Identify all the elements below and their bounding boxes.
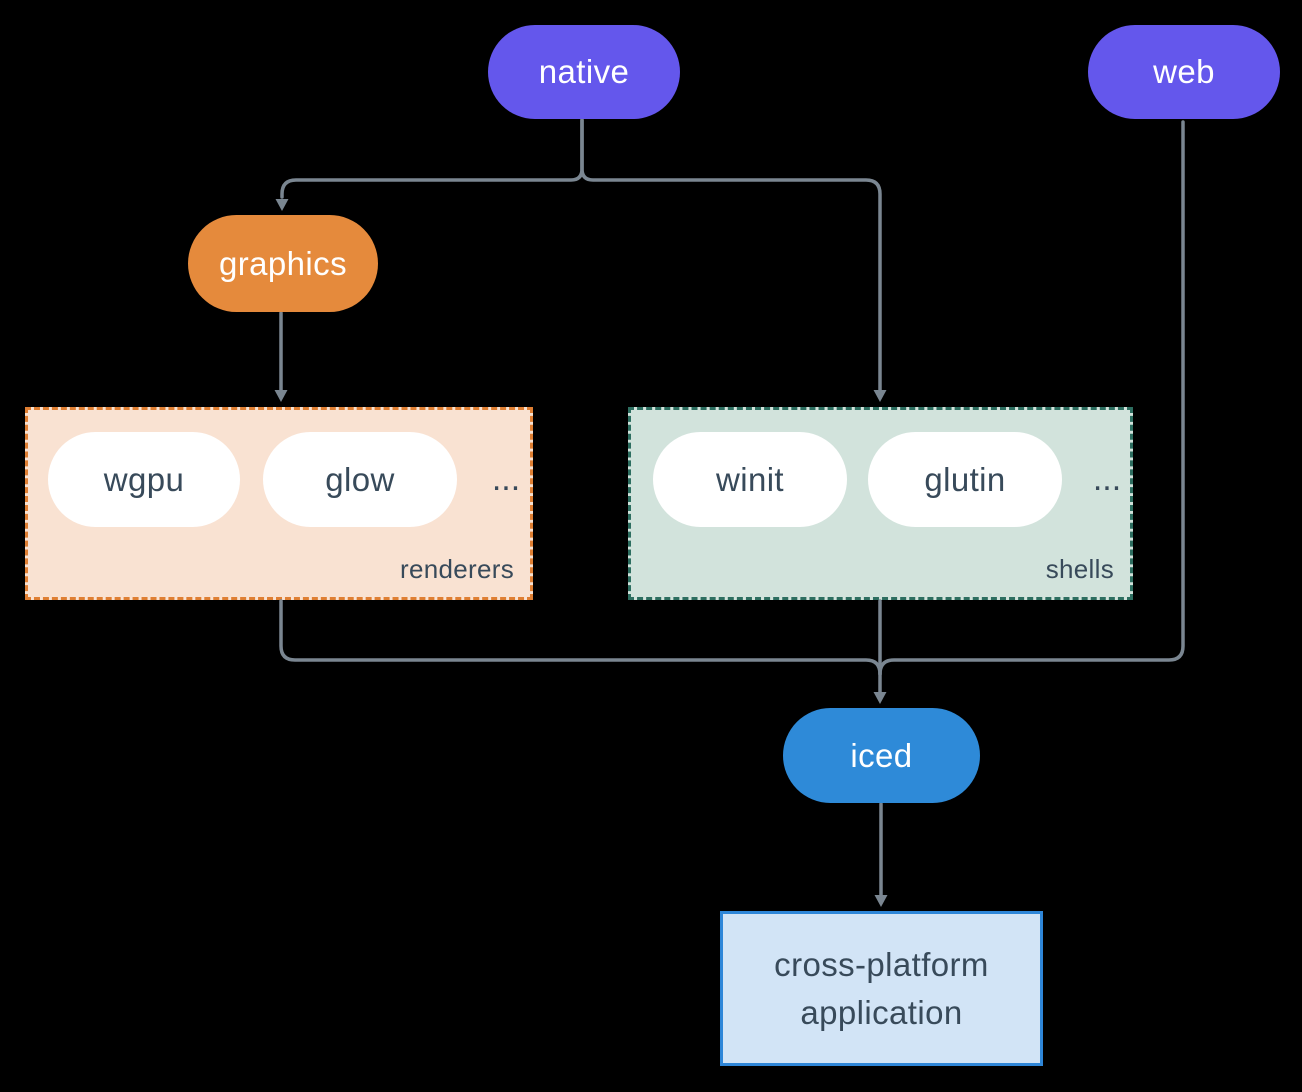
edge-renderers-merge (279, 599, 882, 676)
node-iced: iced (783, 708, 980, 803)
group-renderers: wgpu glow ... renderers (25, 407, 533, 600)
arrowhead-into-application (874, 895, 888, 907)
pill-wgpu: wgpu (48, 432, 240, 527)
node-web-label: web (1153, 53, 1215, 90)
shells-ellipsis: ... (1092, 460, 1122, 498)
group-label-shells: shells (1045, 554, 1114, 584)
node-iced-label: iced (850, 736, 913, 774)
pill-glow-label: glow (325, 460, 395, 498)
node-native-label: native (538, 53, 630, 90)
arrowhead-into-iced (873, 692, 887, 704)
pill-glutin: glutin (868, 432, 1062, 527)
application-label-line2: application (800, 993, 963, 1031)
renderers-ellipsis: ... (491, 460, 521, 498)
pill-wgpu-label: wgpu (103, 460, 185, 498)
edge-native-shells (580, 118, 882, 392)
pill-glutin-label: glutin (924, 460, 1006, 498)
arrowhead-into-shells (873, 390, 887, 402)
pill-winit-label: winit (715, 460, 785, 498)
application-box: cross-platform application (720, 911, 1043, 1066)
pill-glow: glow (263, 432, 457, 527)
arrowhead-into-renderers (274, 390, 288, 402)
node-native: native (488, 25, 680, 119)
group-label-renderers: renderers (400, 554, 514, 584)
application-label-line1: cross-platform (774, 945, 989, 983)
node-web: web (1088, 25, 1280, 119)
pill-winit: winit (653, 432, 847, 527)
node-graphics-label: graphics (219, 244, 347, 282)
group-shells: winit glutin ... shells (628, 407, 1133, 600)
node-graphics: graphics (188, 215, 378, 312)
edge-native-graphics (280, 118, 584, 199)
arrowhead-into-graphics (275, 199, 289, 211)
